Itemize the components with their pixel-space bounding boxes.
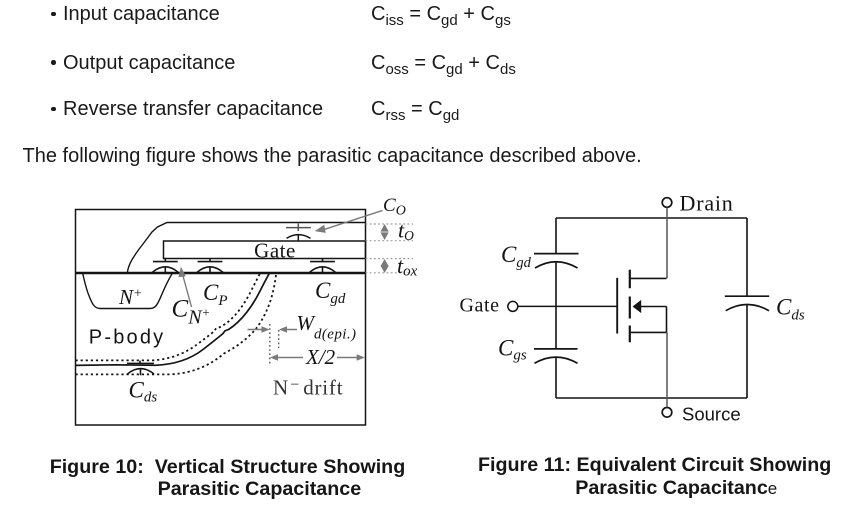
svg-text:CP: CP	[203, 280, 228, 309]
svg-text:Cgd: Cgd	[315, 278, 346, 307]
svg-text:N−drift: N−drift	[273, 376, 343, 400]
svg-text:Cgd: Cgd	[501, 242, 532, 271]
svg-text:Gate: Gate	[460, 295, 500, 317]
svg-text:Cds: Cds	[776, 295, 805, 324]
svg-text:Cds: Cds	[129, 378, 158, 406]
svg-text:Wd(epi.): Wd(epi.)	[297, 311, 357, 343]
svg-text:N+: N+	[118, 285, 142, 309]
svg-text:Drain: Drain	[680, 191, 734, 216]
svg-text:P-body: P-body	[89, 327, 166, 349]
svg-text:CO: CO	[383, 195, 406, 219]
svg-text:Source: Source	[682, 403, 741, 424]
svg-text:Gate: Gate	[254, 239, 296, 263]
svg-text:tox: tox	[397, 253, 418, 280]
svg-text:Cgs: Cgs	[498, 336, 527, 364]
svg-text:X/2: X/2	[305, 345, 336, 369]
svg-text:tO: tO	[398, 218, 414, 244]
